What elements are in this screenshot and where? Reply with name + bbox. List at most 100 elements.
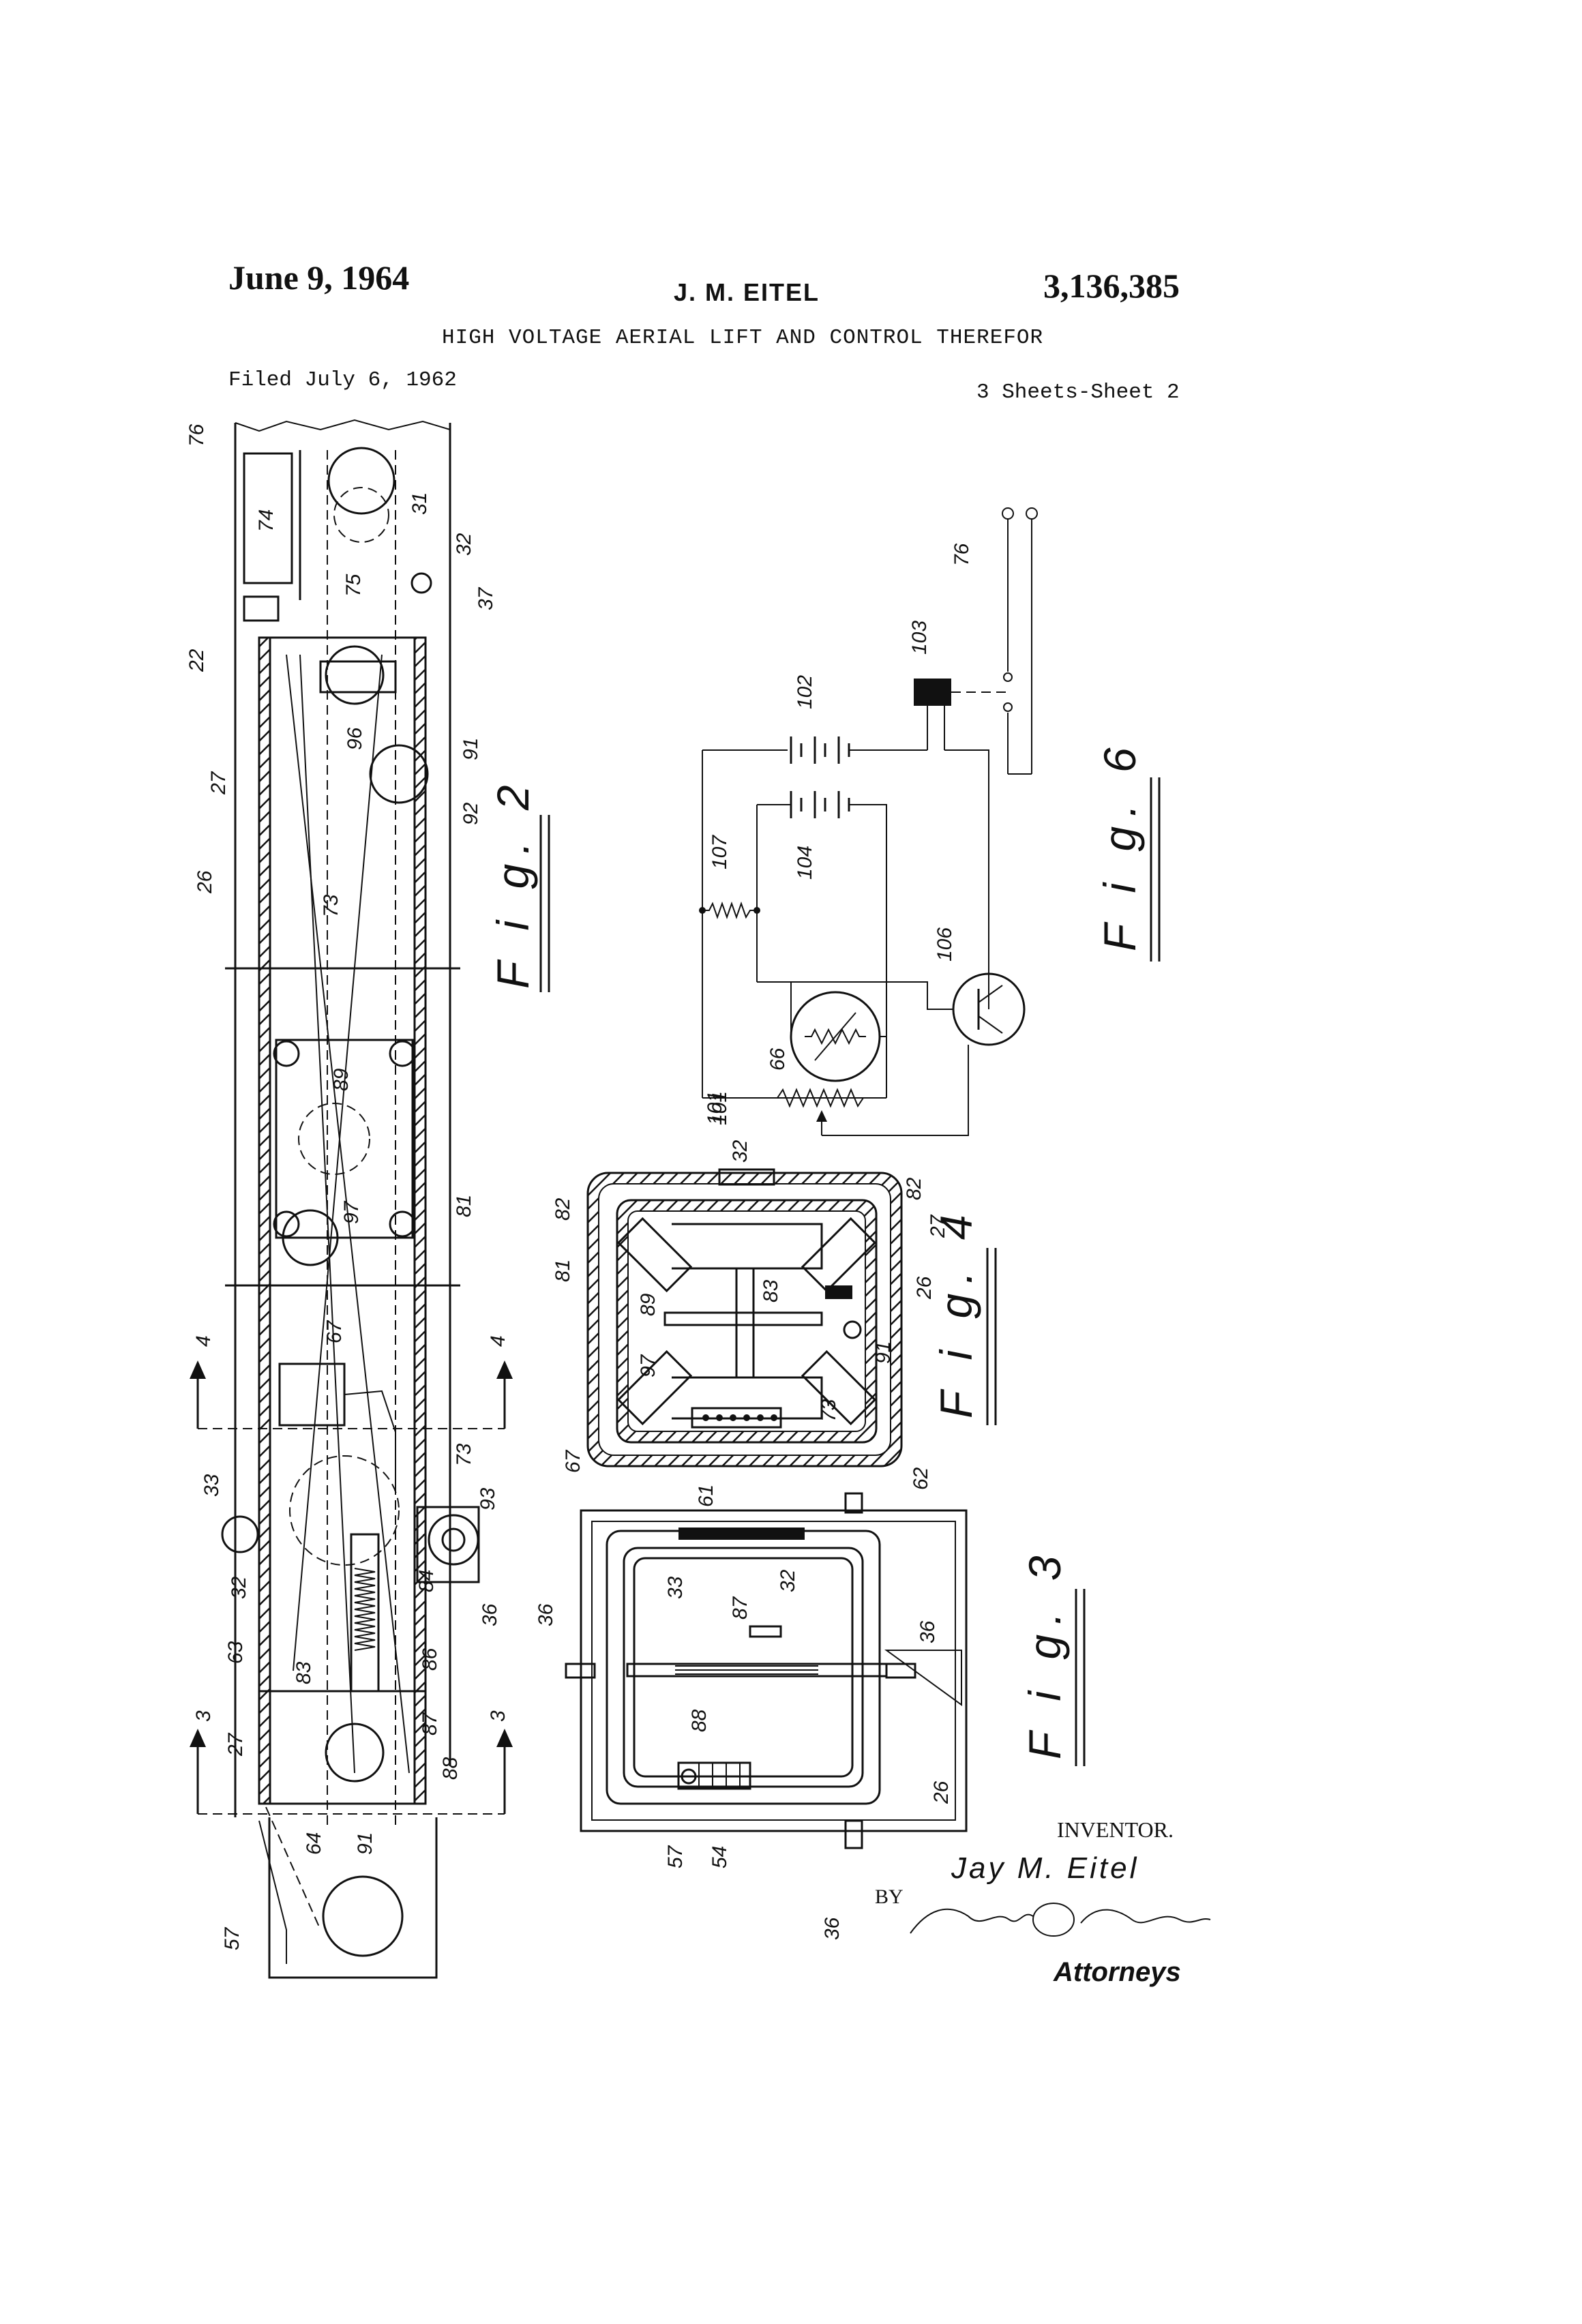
fig2-caption: F i g. 2 <box>488 775 538 989</box>
fig2-arrow-3-left <box>190 1729 206 1747</box>
fig6-battery-102 <box>790 736 850 764</box>
fig3-outer-frame-inner <box>591 1521 956 1821</box>
fig2-ref-89: 89 <box>330 1068 353 1091</box>
fig4-ref-62: 62 <box>910 1467 932 1490</box>
fig4-top-fitting-32 <box>718 1168 775 1186</box>
fig3-caption: F i g. 3 <box>1019 1546 1070 1759</box>
fig2-ref-74: 74 <box>255 509 278 532</box>
fig2-ref-73: 73 <box>320 894 342 917</box>
fig4-shaft-83 <box>735 1267 755 1379</box>
fig4-ref-82b: 82 <box>903 1177 925 1200</box>
fig2-carriage-roller-3 <box>273 1210 300 1238</box>
fig2-ref-36: 36 <box>479 1603 501 1626</box>
fig6-ref-103: 103 <box>908 621 931 655</box>
fig2-sheave-31 <box>327 447 395 515</box>
fig4-ref-101: 101 <box>708 1091 731 1125</box>
fig2-ref-33: 33 <box>200 1474 223 1497</box>
fig6-ref-76: 76 <box>951 543 973 566</box>
fig6-ref-101: 101 <box>704 1091 726 1125</box>
fig3-drawing: 33 32 87 36 36 88 26 57 54 36 F i g. 3 <box>535 1492 1086 1940</box>
fig2-ref-86: 86 <box>419 1648 441 1671</box>
fig2-inner-left-wall <box>258 636 271 1805</box>
fig3-cable-57 <box>681 1768 697 1785</box>
inventor-name: Jay M. Eitel <box>951 1851 1139 1885</box>
fig4-inner-face <box>627 1210 866 1432</box>
fig3-ref-57: 57 <box>664 1845 687 1868</box>
fig2-end-fitting <box>268 1817 438 1979</box>
fig2-ref-3-right: 3 <box>487 1710 509 1722</box>
fig2-sheave-91 <box>369 744 429 804</box>
fig6-drawing: 76 103 102 107 104 106 66 101 F i g. 6 <box>699 507 1161 1136</box>
fig3-bracket <box>884 1650 962 1706</box>
fig6-battery-104-leads <box>757 804 887 1037</box>
fig6-node-1 <box>699 907 706 914</box>
fig2-sheave-hidden-33 <box>289 1455 400 1566</box>
fig6-terminal-2 <box>1026 507 1038 520</box>
fig4-corner-82-tr <box>801 1217 877 1293</box>
fig3-bolt-36-right <box>885 1663 916 1679</box>
fig3-bolt-top <box>844 1492 863 1514</box>
fig2-bracket-96 <box>319 660 397 694</box>
by-label: BY <box>875 1886 904 1908</box>
fig2-sheave-31-hidden <box>333 487 389 543</box>
fig3-rail-hatching <box>675 1665 818 1675</box>
fig6-ref-104: 104 <box>794 846 816 880</box>
fig3-strip-32 <box>678 1528 805 1540</box>
fig3-connector-pins <box>698 1763 741 1789</box>
fig2-cable-73b <box>299 654 355 1774</box>
fig4-ref-83: 83 <box>760 1279 782 1302</box>
fig2-sheave-97 <box>282 1209 339 1266</box>
fig2-section-ticks-3 <box>196 1746 506 1814</box>
fig4-roller-91 <box>843 1320 862 1339</box>
fig2-roller-37 <box>411 572 432 594</box>
fig3-ref-87: 87 <box>729 1596 751 1620</box>
fig2-ref-32b: 32 <box>228 1576 250 1599</box>
fig2-arrow-3-right <box>496 1729 513 1747</box>
fig2-ref-76: 76 <box>185 423 208 447</box>
fig6-ref-102: 102 <box>794 675 816 709</box>
fig2-lead-67 <box>344 1390 396 1487</box>
fig2-ref-84: 84 <box>415 1570 438 1592</box>
fig6-contact-1 <box>1003 672 1013 682</box>
fig6-ref-66: 66 <box>766 1047 789 1071</box>
fig6-resistor-107 <box>702 901 757 920</box>
fig2-ref-22: 22 <box>185 649 208 672</box>
fig4-axle <box>663 1311 823 1326</box>
fig2-inner-right-wall <box>413 636 427 1805</box>
attorneys-label: Attorneys <box>1054 1957 1181 1987</box>
patent-number: 3,136,385 <box>1043 267 1180 305</box>
fig4-block-32 <box>825 1285 852 1299</box>
fig2-cable-57 <box>258 1820 287 1964</box>
fig2-pulley-36-hub <box>441 1528 466 1552</box>
fig2-ref-91: 91 <box>460 738 482 760</box>
fig4-ref-73: 73 <box>818 1399 840 1422</box>
fig6-wire-wiper <box>822 1045 969 1136</box>
fig6-ref-106: 106 <box>934 927 956 962</box>
fig2-pulley-33 <box>221 1515 259 1553</box>
fig3-outer-frame <box>580 1509 968 1832</box>
fig2-carriage-roller-1 <box>273 1040 300 1067</box>
fig2-ref-27b: 27 <box>224 1732 247 1757</box>
fig4-ref-32: 32 <box>729 1139 751 1163</box>
fig3-ref-88: 88 <box>688 1709 711 1732</box>
fig2-ref-64: 64 <box>303 1832 325 1855</box>
fig4-terminal-dots <box>702 1414 777 1421</box>
fig2-ref-96: 96 <box>344 727 366 750</box>
fig2-sheave-91-lower <box>325 1723 385 1783</box>
fig6-caption: F i g. 6 <box>1094 738 1145 951</box>
fig2-ref-93: 93 <box>477 1487 499 1510</box>
fig4-ref-91: 91 <box>872 1341 895 1364</box>
fig2-ref-67: 67 <box>323 1320 346 1343</box>
fig2-line-64 <box>265 1806 321 1931</box>
fig2-ref-32: 32 <box>453 533 475 556</box>
fig6-contact-2 <box>1003 702 1013 712</box>
fig2-ref-57: 57 <box>221 1926 243 1950</box>
fig6-pot-wiper-arrow <box>816 1110 827 1122</box>
fig2-ref-4-right: 4 <box>487 1335 509 1347</box>
fig3-ref-36-bottom: 36 <box>821 1917 844 1940</box>
fig6-thermistor-slash <box>814 1012 856 1061</box>
fig4-ref-89: 89 <box>637 1293 659 1316</box>
fig3-ref-32: 32 <box>777 1569 799 1592</box>
fig3-connector-54 <box>677 1761 751 1790</box>
